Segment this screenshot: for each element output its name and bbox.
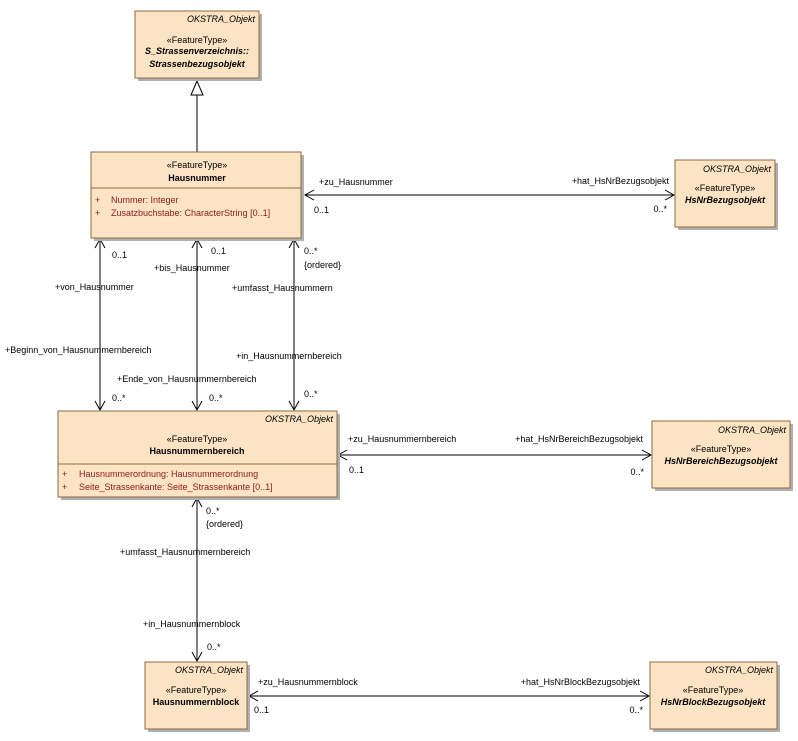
role-label: +hat_HsNrBezugsobjekt bbox=[572, 176, 670, 186]
class-name: HsNrBlockBezugsobjekt bbox=[661, 697, 767, 707]
stereotype-label: «FeatureType» bbox=[691, 444, 752, 454]
role-label: +von_Hausnummer bbox=[55, 282, 134, 292]
arrowhead-left-icon bbox=[303, 189, 315, 201]
class-name: Hausnummer bbox=[168, 173, 226, 183]
class-hausnummer[interactable]: «FeatureType» Hausnummer + Nummer: Integ… bbox=[90, 151, 304, 241]
constraint-label: {ordered} bbox=[206, 519, 243, 529]
role-label: +bis_Hausnummer bbox=[154, 263, 230, 273]
generalization-arrowhead bbox=[190, 79, 204, 96]
stereotype-label: «FeatureType» bbox=[683, 685, 744, 695]
stereotype-label: «FeatureType» bbox=[167, 434, 228, 444]
constraint-label: {ordered} bbox=[304, 260, 341, 270]
tag-label: OKSTRA_Objekt bbox=[703, 164, 772, 174]
tag-label: OKSTRA_Objekt bbox=[705, 665, 774, 675]
stereotype-label: «FeatureType» bbox=[167, 160, 228, 170]
edge-labels: +zu_Hausnummer 0..1 +hat_HsNrBezugsobjek… bbox=[5, 176, 669, 715]
role-label: +zu_Hausnummernbereich bbox=[348, 434, 456, 444]
multiplicity-label: 0..1 bbox=[112, 250, 127, 260]
tag-label: OKSTRA_Objekt bbox=[175, 665, 244, 675]
multiplicity-label: 0..* bbox=[112, 393, 126, 403]
multiplicity-label: 0..1 bbox=[314, 205, 329, 215]
tag-label: OKSTRA_Objekt bbox=[718, 425, 787, 435]
stereotype-label: «FeatureType» bbox=[167, 35, 228, 45]
arrowhead-right-icon bbox=[641, 449, 653, 461]
class-name: HsNrBezugsobjekt bbox=[685, 195, 766, 205]
arrowhead-right-icon bbox=[664, 189, 676, 201]
class-name: HsNrBereichBezugsobjekt bbox=[664, 456, 778, 466]
stereotype-label: «FeatureType» bbox=[695, 183, 756, 193]
multiplicity-label: 0..* bbox=[630, 467, 644, 477]
arrowhead-down-icon bbox=[191, 400, 203, 412]
multiplicity-label: 0..* bbox=[629, 705, 643, 715]
multiplicity-label: 0..1 bbox=[349, 465, 364, 475]
class-hsnrblockbezugsobjekt[interactable]: OKSTRA_Objekt «FeatureType» HsNrBlockBez… bbox=[649, 661, 780, 732]
attribute[interactable]: Seite_Strassenkante: Seite_Strassenkante… bbox=[79, 482, 273, 492]
class-hausnummernbereich[interactable]: OKSTRA_Objekt «FeatureType» Hausnummernb… bbox=[57, 410, 340, 500]
arrowhead-down-icon bbox=[191, 651, 203, 663]
role-label: +Ende_von_Hausnummernbereich bbox=[117, 374, 256, 384]
role-label: +in_Hausnummernbereich bbox=[236, 351, 342, 361]
attribute-bullet: + bbox=[95, 208, 100, 218]
tag-label: OKSTRA_Objekt bbox=[187, 14, 256, 24]
stereotype-label: «FeatureType» bbox=[166, 685, 227, 695]
edges bbox=[94, 79, 676, 702]
attribute[interactable]: Hausnummerordnung: Hausnummerordnung bbox=[79, 469, 258, 479]
role-label: +hat_HsNrBereichBezugsobjekt bbox=[515, 434, 643, 444]
class-hsnrbereichbezugsobjekt[interactable]: OKSTRA_Objekt «FeatureType» HsNrBereichB… bbox=[651, 420, 793, 491]
multiplicity-label: 0..* bbox=[207, 642, 221, 652]
class-hsnrbezugsobjekt[interactable]: OKSTRA_Objekt «FeatureType» HsNrBezugsob… bbox=[674, 159, 778, 230]
class-name: Hausnummernbereich bbox=[149, 446, 244, 456]
class-hausnummernblock[interactable]: OKSTRA_Objekt «FeatureType» Hausnummernb… bbox=[144, 661, 250, 732]
role-label: +zu_Hausnummer bbox=[319, 177, 393, 187]
role-label: +umfasst_Hausnummern bbox=[232, 283, 333, 293]
arrowhead-right-icon bbox=[639, 690, 651, 702]
multiplicity-label: 0..1 bbox=[211, 246, 226, 256]
arrowhead-down-icon bbox=[288, 400, 300, 412]
role-label: +hat_HsNrBlockBezugsobjekt bbox=[521, 677, 641, 687]
multiplicity-label: 0..1 bbox=[254, 705, 269, 715]
attribute-bullet: + bbox=[62, 469, 67, 479]
arrowhead-down-icon bbox=[94, 400, 106, 412]
class-name: Strassenbezugsobjekt bbox=[149, 59, 246, 69]
attribute[interactable]: Nummer: Integer bbox=[111, 195, 179, 205]
role-label: +in_Hausnummernblock bbox=[143, 619, 241, 629]
multiplicity-label: 0..* bbox=[304, 246, 318, 256]
class-name: S_Strassenverzeichnis:: bbox=[145, 46, 249, 56]
attribute[interactable]: Zusatzbuchstabe: CharacterString [0..1] bbox=[111, 208, 270, 218]
role-label: +Beginn_von_Hausnummernbereich bbox=[5, 345, 151, 355]
role-label: +umfasst_Hausnummernbereich bbox=[120, 547, 250, 557]
multiplicity-label: 0..* bbox=[653, 204, 667, 214]
class-strassenbezugsobjekt[interactable]: OKSTRA_Objekt «FeatureType» S_Strassenve… bbox=[134, 10, 262, 81]
class-name: Hausnummernblock bbox=[153, 697, 241, 707]
multiplicity-label: 0..* bbox=[206, 506, 220, 516]
attribute-bullet: + bbox=[95, 195, 100, 205]
attribute-bullet: + bbox=[62, 482, 67, 492]
tag-label: OKSTRA_Objekt bbox=[265, 414, 334, 424]
multiplicity-label: 0..* bbox=[304, 389, 318, 399]
role-label: +zu_Hausnummernblock bbox=[258, 677, 358, 687]
multiplicity-label: 0..* bbox=[209, 393, 223, 403]
